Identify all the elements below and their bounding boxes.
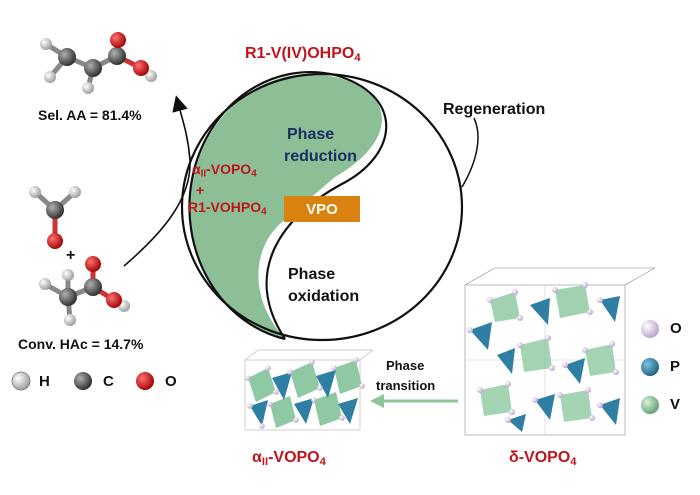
- alpha-vopo4-structure: [244, 349, 374, 431]
- delta-vopo4-label: δ-VOPO4: [509, 449, 577, 468]
- legend-o-label: O: [165, 373, 177, 390]
- legend-c-label: C: [103, 373, 114, 390]
- cycle-s-curve: [265, 73, 388, 340]
- reaction-arrow: [123, 95, 191, 267]
- legend-o-ball: [136, 372, 154, 390]
- legend-o-atom: [641, 320, 659, 338]
- phase-transition-label: Phase transition: [376, 358, 436, 393]
- alpha-vopo4-label: αII-VOPO4: [252, 449, 326, 468]
- delta-vopo4-structure: [464, 267, 656, 436]
- legend-h-ball: [11, 371, 31, 391]
- alpha-vopo4-mix-label: αII-VOPO4 + R1-VOHPO4: [188, 161, 267, 218]
- phase-reduction-label: Phase reduction: [284, 126, 357, 165]
- legend-h-label: H: [39, 373, 50, 390]
- cycle-outline: [180, 72, 464, 342]
- acetic-acid-molecule: [39, 256, 130, 326]
- selectivity-label: Sel. AA = 81.4%: [38, 107, 142, 123]
- reaction-plus-sign: +: [66, 247, 76, 264]
- regeneration-label: Regeneration: [443, 101, 546, 118]
- phase-oxidation-label: Phase oxidation: [288, 266, 360, 305]
- formaldehyde-molecule: [29, 186, 81, 249]
- vpo-box: VPO: [284, 196, 360, 222]
- legend-p-atom: [641, 358, 659, 376]
- legend-c-ball: [74, 372, 92, 390]
- legend-v-atom: [641, 396, 659, 414]
- crystal-legend-v-label: V: [670, 396, 681, 413]
- crystal-legend-p-label: P: [670, 358, 681, 375]
- conversion-label: Conv. HAc = 14.7%: [18, 336, 144, 352]
- acrylic-acid-molecule: [40, 32, 157, 94]
- cycle-left-edge: [188, 70, 336, 341]
- top-phase-label: R1-V(IV)OHPO4: [245, 45, 361, 64]
- phase-transition-arrowhead: [370, 394, 384, 408]
- crystal-legend-o-label: O: [670, 320, 682, 337]
- regeneration-arrow: [461, 117, 479, 188]
